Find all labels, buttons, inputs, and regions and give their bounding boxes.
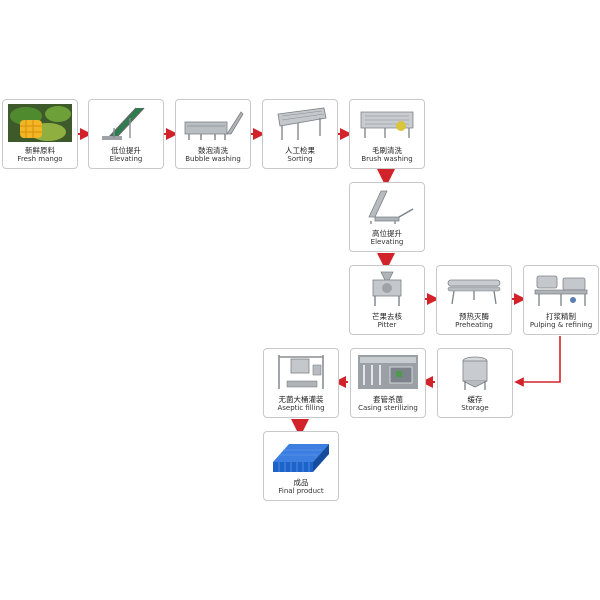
tank-icon	[443, 353, 507, 391]
pulper-icon	[529, 270, 593, 308]
step-pitter: 芒果去核 Pitter	[349, 265, 425, 335]
step-pulping-refining: 打浆精制 Pulping & refining	[523, 265, 599, 335]
step-sorting: 人工检果 Sorting	[262, 99, 338, 169]
step-label-en: Bubble washing	[185, 155, 241, 163]
step-label-zh: 高位提升	[372, 229, 402, 238]
step-label-zh: 芒果去核	[372, 312, 402, 321]
step-aseptic-filling: 无菌大桶灌装 Aseptic filling	[263, 348, 339, 418]
step-final-product: 成品 Final product	[263, 431, 339, 501]
sterilizer-icon	[356, 353, 420, 391]
step-label-en: Preheating	[455, 321, 493, 329]
step-elevating-high: 高位提升 Elevating	[349, 182, 425, 252]
step-label-en: Elevating	[370, 238, 404, 246]
conveyor-icon	[355, 187, 419, 225]
step-preheating: 预热灭酶 Preheating	[436, 265, 512, 335]
step-bubble-washing: 鼓泡清洗 Bubble washing	[175, 99, 251, 169]
tube-heater-icon	[442, 270, 506, 308]
step-label-en: Brush washing	[361, 155, 413, 163]
blue-drums-icon	[269, 436, 333, 474]
step-label-en: Pitter	[377, 321, 397, 329]
step-label-zh: 低位提升	[111, 146, 141, 155]
step-label-en: Pulping & refining	[529, 321, 593, 329]
step-label-zh: 成品	[293, 478, 309, 487]
step-label-en: Sorting	[287, 155, 313, 163]
step-label-zh: 鼓泡清洗	[198, 146, 228, 155]
step-label-zh: 缓存	[467, 395, 483, 404]
step-label-zh: 毛刷清洗	[372, 146, 402, 155]
step-label-en: Casing sterilizing	[358, 404, 418, 412]
step-storage: 缓存 Storage	[437, 348, 513, 418]
step-elevating-low: 低位提升 Elevating	[88, 99, 164, 169]
arrow-pulping-refining-to-storage	[514, 336, 561, 387]
step-label-en: Elevating	[109, 155, 143, 163]
step-brush-washing: 毛刷清洗 Brush washing	[349, 99, 425, 169]
step-label-en: Final product	[278, 487, 324, 495]
filler-icon	[269, 353, 333, 391]
step-casing-sterilizing: 套管杀菌 Casing sterilizing	[350, 348, 426, 418]
step-label-zh: 无菌大桶灌装	[278, 395, 324, 404]
step-label-zh: 套管杀菌	[373, 395, 403, 404]
step-label-zh: 新鲜原料	[25, 146, 55, 155]
washer-icon	[181, 104, 245, 142]
step-label-zh: 预热灭酶	[459, 312, 489, 321]
step-label-en: Fresh mango	[17, 155, 63, 163]
step-label-zh: 打浆精制	[546, 312, 576, 321]
step-fresh-mango: 新鲜原料 Fresh mango	[2, 99, 78, 169]
step-label-en: Storage	[461, 404, 489, 412]
step-label-zh: 人工检果	[285, 146, 315, 155]
brush-washer-icon	[355, 104, 419, 142]
step-label-en: Aseptic filling	[277, 404, 325, 412]
mango-photo	[8, 104, 72, 142]
sorting-table-icon	[268, 104, 332, 142]
conveyor-icon	[94, 104, 158, 142]
pitter-icon	[355, 270, 419, 308]
